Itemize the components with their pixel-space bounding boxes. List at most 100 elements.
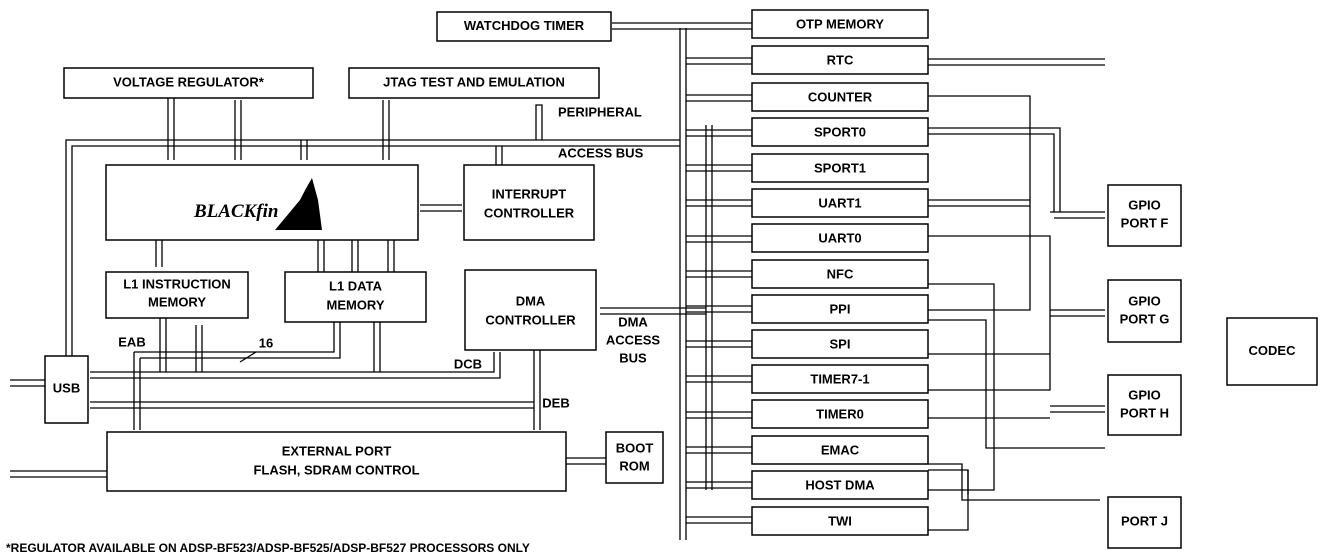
interrupt-label-2: CONTROLLER — [484, 205, 575, 220]
core-interrupt-link — [420, 204, 462, 212]
peripheral-block-timer0: TIMER0 — [751, 399, 929, 429]
peripheral-bus-label: PERIPHERAL — [558, 104, 642, 119]
usb-block: USB — [44, 355, 89, 424]
codec-block: CODEC — [1226, 317, 1318, 386]
bus-lines — [65, 22, 1105, 540]
peripheral-block-ppi: PPI — [751, 294, 929, 324]
boot-rom-block: BOOT ROM — [605, 431, 664, 484]
peripheral-block-rtc: RTC — [751, 45, 929, 75]
peripheral-access-bus-top — [65, 139, 680, 395]
peripheral-label-spi: SPI — [830, 336, 851, 351]
l1-instruction-block: L1 INSTRUCTION MEMORY — [105, 271, 249, 319]
footnote: *REGULATOR AVAILABLE ON ADSP-BF523/ADSP-… — [6, 541, 530, 555]
jtag-block: JTAG TEST AND EMULATION — [348, 67, 600, 99]
usb-label: USB — [53, 380, 80, 395]
bus-width-label: 16 — [259, 335, 273, 350]
peripheral-label-nfc: NFC — [827, 266, 854, 281]
peripheral-column: OTP MEMORYRTCCOUNTERSPORT0SPORT1UART1UAR… — [751, 9, 929, 536]
peripheral-label-counter: COUNTER — [808, 89, 873, 104]
peripheral-box — [751, 188, 929, 218]
gpio-f-label-1: GPIO — [1128, 197, 1161, 212]
jtag-label: JTAG TEST AND EMULATION — [383, 74, 565, 89]
deb-label: DEB — [542, 395, 569, 410]
peripheral-box — [751, 223, 929, 253]
peripheral-block-uart1: UART1 — [751, 188, 929, 218]
watchdog-label: WATCHDOG TIMER — [464, 18, 585, 33]
peripheral-block-sport1: SPORT1 — [751, 153, 929, 183]
ext-port-label-1: EXTERNAL PORT — [282, 443, 392, 458]
watchdog-block: WATCHDOG TIMER — [436, 11, 612, 42]
core-bus-link — [300, 140, 308, 160]
voltage-regulator-block: VOLTAGE REGULATOR* — [63, 67, 314, 99]
peripheral-label-sport0: SPORT0 — [814, 124, 866, 139]
peripheral-block-nfc: NFC — [751, 259, 929, 289]
l1-instr-label-2: MEMORY — [148, 294, 206, 309]
core-l1d-link2 — [351, 240, 359, 272]
dma-access-label-2: ACCESS — [606, 332, 661, 347]
peripheral-block-uart0: UART0 — [751, 223, 929, 253]
blackfin-logo-text: BLACKfin — [193, 201, 278, 222]
l1-instr-label-1: L1 INSTRUCTION — [123, 276, 231, 291]
peripheral-label-timer0: TIMER0 — [816, 406, 864, 421]
deb-bus — [90, 401, 534, 409]
peripheral-block-host-dma: HOST DMA — [751, 470, 929, 500]
boot-rom-label-2: ROM — [619, 458, 649, 473]
dma-controller-block: DMA CONTROLLER — [464, 269, 597, 351]
external-port-block: EXTERNAL PORT FLASH, SDRAM CONTROL — [106, 431, 567, 492]
peripheral-access-bus-bottom — [71, 145, 680, 395]
l1i-dcb-link — [195, 325, 203, 372]
ext-bootrom-link — [566, 457, 606, 465]
gpio-port-f-block: GPIO PORT F — [1107, 184, 1182, 247]
peripheral-block-timer7-1: TIMER7-1 — [751, 364, 929, 394]
peripheral-block-sport0: SPORT0 — [751, 117, 929, 147]
bus-interrupt-link — [495, 146, 503, 165]
peripheral-box — [751, 259, 929, 289]
boot-rom-label-1: BOOT — [616, 440, 654, 455]
core-l1d-link3 — [387, 240, 395, 272]
core-block: BLACKfin — [105, 164, 419, 241]
codec-label: CODEC — [1249, 343, 1297, 358]
peripheral-label-twi: TWI — [828, 513, 852, 528]
port-j-label: PORT J — [1121, 513, 1168, 528]
peripheral-box — [751, 399, 929, 429]
deb-vertical — [533, 350, 541, 430]
peripheral-label-rtc: RTC — [827, 52, 854, 67]
core-l1i-link — [155, 240, 163, 267]
right-routing — [928, 95, 1105, 531]
peripheral-box — [751, 435, 929, 465]
peripheral-label-uart0: UART0 — [818, 230, 861, 245]
l1-data-label-2: MEMORY — [326, 297, 384, 312]
peripheral-box — [751, 329, 929, 359]
jtag-core-link — [382, 100, 390, 160]
peripheral-block-twi: TWI — [751, 506, 929, 536]
dcb-bus-a — [90, 352, 495, 373]
peripheral-box — [751, 9, 929, 39]
gpio-port-g-block: GPIO PORT G — [1107, 279, 1182, 343]
gpio-g-label-1: GPIO — [1128, 293, 1161, 308]
eab-label: EAB — [118, 334, 145, 349]
l1-data-label-1: L1 DATA — [329, 278, 383, 293]
dma-access-label-1: DMA — [618, 314, 648, 329]
interrupt-label-1: INTERRUPT — [492, 186, 566, 201]
rtc-external-link — [928, 58, 1105, 66]
dma-access-label-3: BUS — [619, 350, 647, 365]
peripheral-box — [751, 153, 929, 183]
usb-external-link — [10, 379, 45, 387]
access-bus-label: ACCESS BUS — [558, 145, 644, 160]
peripheral-stub — [535, 104, 543, 140]
peripheral-block-spi: SPI — [751, 329, 929, 359]
watchdog-link — [612, 22, 752, 30]
dma-label-2: CONTROLLER — [485, 312, 576, 327]
peripheral-box — [751, 506, 929, 536]
gpio-h-label-2: PORT H — [1120, 405, 1169, 420]
bus-width-slash — [239, 351, 257, 363]
dcb-bus-b — [90, 352, 501, 379]
peripheral-label-emac: EMAC — [821, 442, 860, 457]
peripheral-box — [751, 364, 929, 394]
peripheral-box — [751, 82, 929, 112]
interrupt-controller-block: INTERRUPT CONTROLLER — [463, 164, 595, 241]
blackfin-fin-icon — [275, 178, 322, 230]
gpio-h-label-1: GPIO — [1128, 387, 1161, 402]
eab-l1i-link — [159, 318, 167, 372]
